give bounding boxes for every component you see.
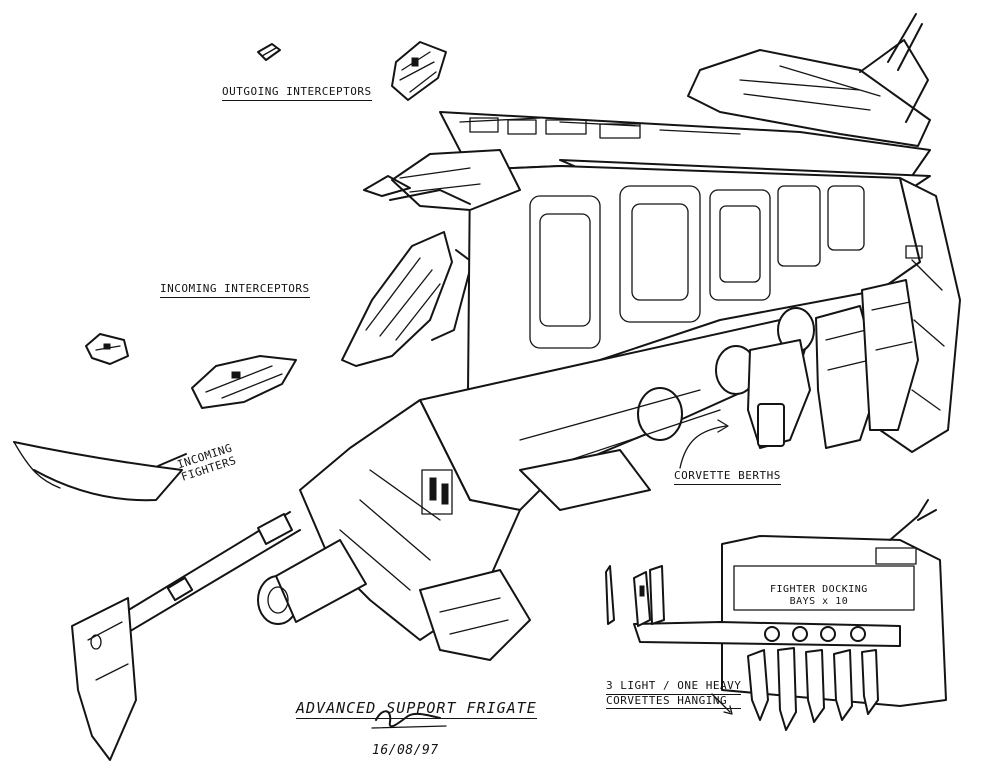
- fighter-docking-line1: FIGHTER DOCKING: [770, 584, 868, 595]
- outgoing-interceptors-label: OUTGOING INTERCEPTORS: [222, 85, 372, 101]
- corvettes-line1: 3 LIGHT / ONE HEAVY: [606, 679, 742, 695]
- corvette-berths-label: CORVETTE BERTHS: [674, 469, 781, 485]
- fighter-docking-line2: BAYS x 10: [789, 595, 849, 607]
- corvettes-line2: CORVETTES HANGING: [606, 694, 742, 710]
- fighter-docking-label: FIGHTER DOCKING BAYS x 10: [770, 584, 868, 607]
- sheet-title: ADVANCED SUPPORT FRIGATE: [296, 699, 537, 720]
- outgoing-interceptor-small: [257, 43, 281, 61]
- frigate-main-hull: [439, 13, 961, 453]
- corvettes-hanging-label: 3 LIGHT / ONE HEAVY CORVETTES HANGING: [606, 679, 742, 710]
- sheet-date: 16/08/97: [372, 743, 439, 758]
- incoming-interceptors-label: INCOMING INTERCEPTORS: [160, 282, 310, 298]
- corvette-berth-arrow: [679, 419, 729, 469]
- side-view-frigate: [633, 499, 947, 731]
- hanging-corvettes: [747, 626, 879, 731]
- incoming-fighters-trail: [13, 441, 187, 502]
- artist-signature: [371, 710, 447, 729]
- frigate-boom: [71, 511, 301, 761]
- incoming-interceptor-medium: [191, 355, 297, 409]
- corvette-pods: [747, 279, 919, 449]
- outgoing-interceptor-large: [391, 41, 447, 101]
- incoming-interceptor-small: [85, 333, 129, 365]
- detail-sketches: [605, 565, 665, 627]
- incoming-interceptor-large: [341, 231, 473, 367]
- frigate-nose: [363, 149, 521, 211]
- frigate-forward-block: [257, 399, 531, 661]
